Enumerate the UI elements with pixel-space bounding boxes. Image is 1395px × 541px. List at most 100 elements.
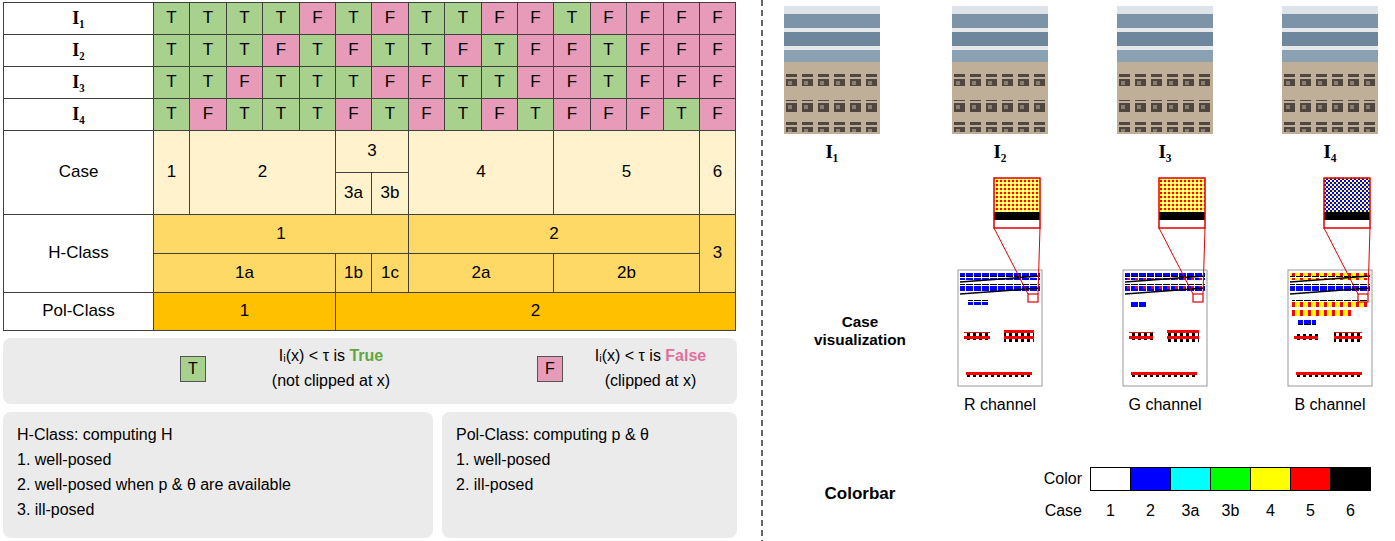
box-item: 3. ill-posed [17,497,419,522]
truth-cell: T [590,66,627,99]
truth-cell: F [299,2,336,35]
colorbar-swatch [1330,467,1371,491]
label-text: T [312,72,322,92]
truth-cell: T [189,66,227,99]
truth-cell: T [153,66,190,99]
legend-text: 4 [1266,502,1275,520]
truth-cell: T [262,66,300,99]
truth-cell: F [699,66,736,99]
class-cell: 2a [408,253,554,293]
label-text: Colorbar [825,484,896,504]
legend-symbol: T [188,360,198,378]
row-header: I₂ [3,34,154,67]
class-cell: 1a [153,253,336,293]
truth-cell: F [444,34,482,67]
label-text: F [276,40,286,60]
label-text: G channel [1129,395,1202,414]
class-cell: 1b [335,253,372,293]
image-label: I₁ [802,139,862,165]
label-text: 2b [617,263,636,283]
colorbar-swatch [1210,467,1251,491]
label-text: R channel [964,395,1036,414]
label-text: F [712,72,722,92]
label-text: F [348,104,358,124]
truth-cell: T [481,34,518,67]
class-cell: 6 [699,130,736,215]
label-text: T [603,72,613,92]
legend-text: 6 [1346,502,1355,520]
label-text: T [239,8,249,28]
class-cell: 1 [153,130,190,215]
truth-cell: F [553,66,591,99]
label-text: T [676,104,686,124]
case-map-b [1288,270,1372,386]
truth-cell: T [335,66,372,99]
truth-cell: T [153,2,190,35]
legend-text: Iᵢ(x) < τ is False [563,346,738,366]
label-text: T [458,72,468,92]
truth-cell: T [590,34,627,67]
label-text: 3b [381,183,400,203]
label-text: T [239,104,249,124]
truth-cell: T [262,98,300,131]
truth-cell: F [590,2,627,35]
box-item: 2. well-posed when p & θ are available [17,472,419,497]
label-text: T [166,40,176,60]
label-text: T [494,40,504,60]
label-text: I₄ [72,104,84,126]
label-text: 2 [531,301,540,321]
label-text: T [276,8,286,28]
truth-cell: F [626,98,664,131]
label-text: F [567,40,577,60]
truth-cell: F [481,98,518,131]
label-text: F [385,8,395,28]
class-cell: 2 [408,214,700,254]
colorbar-swatch [1170,467,1211,491]
legend-text: 2 [1146,502,1155,520]
label-text: T [203,40,213,60]
case-map-r [958,270,1042,386]
truth-cell: F [481,2,518,35]
truth-cell: F [517,34,554,67]
label-text: 6 [713,162,722,182]
label-text: 4 [476,162,485,182]
label-text: F [712,40,722,60]
input-photos [784,6,1378,134]
truth-cell: T [153,34,190,67]
colorbar-case: 1 [1090,499,1131,523]
truth-cell: F [189,98,227,131]
label-text: F [494,104,504,124]
truth-cell: F [626,66,664,99]
row-header: H-Class [3,214,154,293]
class-cell: 1 [153,292,336,331]
truth-cell: F [590,98,627,131]
truth-cell: F [699,34,736,67]
section-label: Case visualization [795,305,925,357]
truth-cell: T [444,2,482,35]
truth-cell: F [371,2,409,35]
colorbar-case: 5 [1290,499,1331,523]
row-header: I₃ [3,66,154,99]
label-text: T [421,40,431,60]
box-heading: H-Class: computing H [17,422,419,447]
label-text: T [203,8,213,28]
truth-cell: T [299,34,336,67]
truth-cell: F [663,34,700,67]
label-text: I₃ [72,72,84,94]
box-item: 2. ill-posed [456,472,723,497]
label-text: Pol-Class [42,301,115,321]
label-text: T [239,40,249,60]
axis-label: Color [1010,467,1082,491]
label-text: 1a [235,263,254,283]
truth-cell: T [481,66,518,99]
label-text: T [312,104,322,124]
colorbar-case: 3b [1210,499,1251,523]
truth-cell: T [189,2,227,35]
row-header: I₄ [3,98,154,131]
label-text: F [567,104,577,124]
truth-cell: T [444,66,482,99]
legend-text: Iᵢ(x) < τ is True [231,346,431,366]
label-text: F [530,40,540,60]
label-text: 5 [622,162,631,182]
label-text: F [676,40,686,60]
